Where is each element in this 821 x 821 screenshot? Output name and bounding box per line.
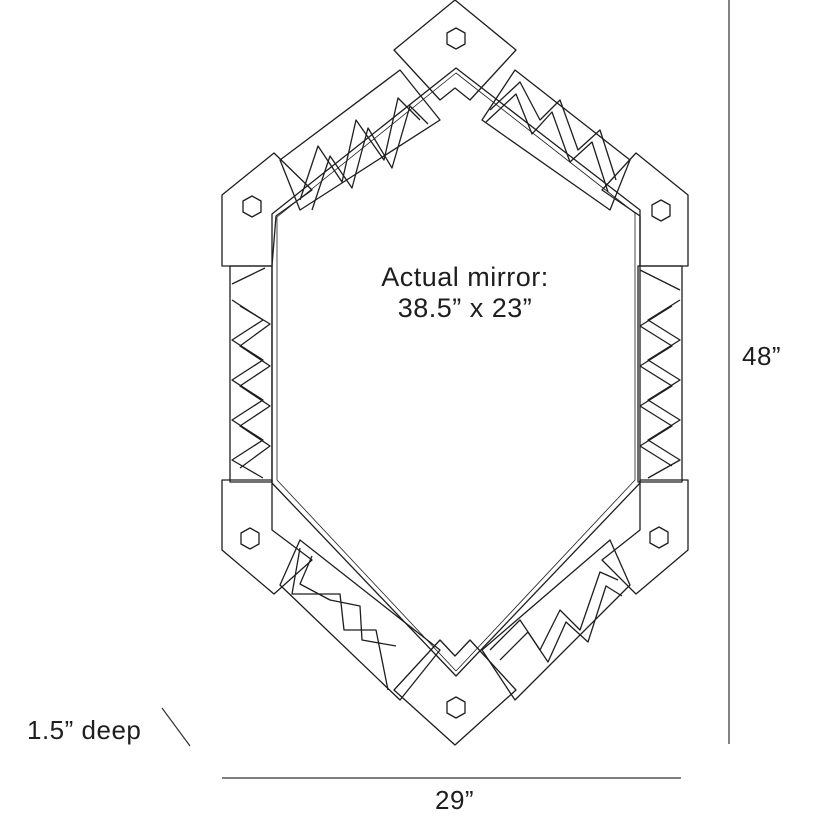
- frame-panel-top-right: [481, 69, 631, 211]
- depth-dimension-label: 1.5” deep: [27, 715, 142, 745]
- hexagon-bolt-icon: [242, 195, 262, 218]
- frame-panel-bottom-left: [279, 539, 441, 701]
- actual-mirror-label: Actual mirror: 38.5” x 23”: [360, 262, 570, 324]
- depth-indicator-line: [161, 707, 191, 747]
- hexagon-bolt-icon: [240, 527, 260, 550]
- actual-mirror-title: Actual mirror:: [381, 262, 549, 292]
- corner-block-bottom: [393, 639, 517, 746]
- frame-panel-left: [229, 265, 273, 483]
- hexagon-bolt-icon: [446, 27, 466, 50]
- height-dimension-label: 48”: [742, 341, 782, 371]
- hexagon-bolt-icon: [651, 199, 671, 222]
- hexagon-bolt-icon: [649, 526, 669, 549]
- corner-block-bottom-left: [221, 479, 313, 595]
- corner-block-top-left: [221, 152, 313, 267]
- actual-mirror-size: 38.5” x 23”: [397, 293, 533, 324]
- frame-panel-bottom-right: [481, 539, 631, 701]
- corner-block-bottom-right: [601, 479, 689, 595]
- corner-block-top-right: [601, 152, 689, 267]
- frame-panel-top-left: [279, 69, 441, 211]
- hexagon-bolt-icon: [446, 696, 466, 719]
- width-dimension-label: 29”: [435, 785, 475, 815]
- corner-block-top: [393, 0, 517, 101]
- frame-panel-right: [637, 265, 683, 483]
